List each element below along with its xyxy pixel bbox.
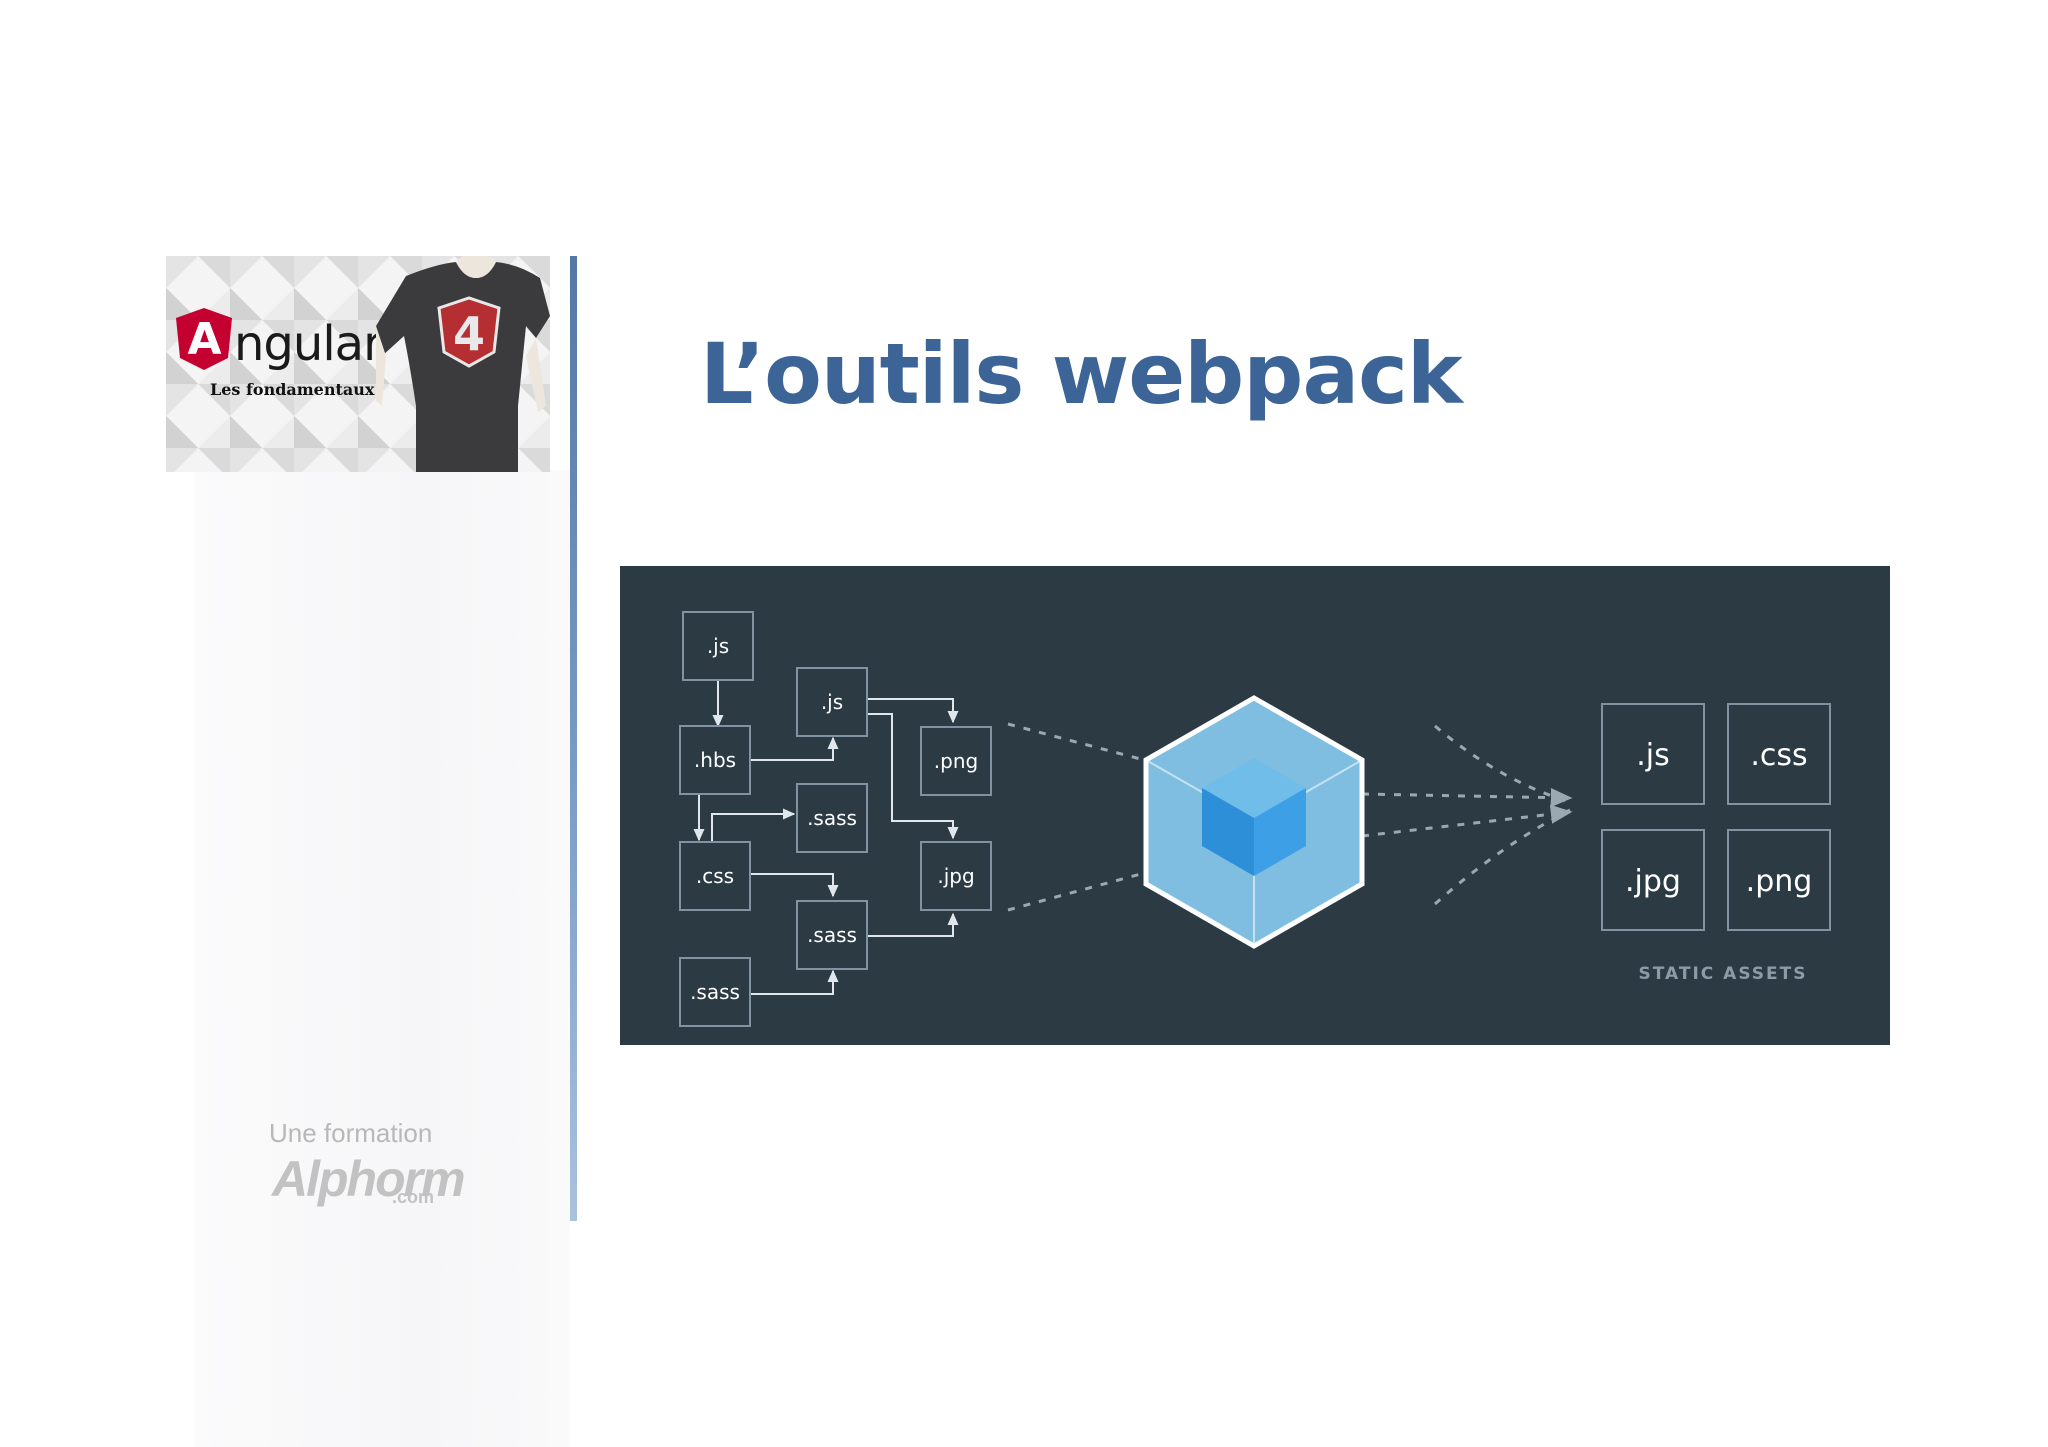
connector-sass-to-sass <box>748 969 839 995</box>
source-module-3-label: .hbs <box>694 748 736 772</box>
output-assets: .js .css .jpg .png <box>1601 703 1831 931</box>
source-module-1-frame <box>682 611 754 681</box>
source-module-9: .sass <box>679 957 751 1027</box>
flow-out-1 <box>1361 788 1573 808</box>
angular-shield-icon: A <box>176 308 232 370</box>
course-logo: A ngular Les fondamentaux 4 <box>166 256 550 472</box>
source-module-5-frame <box>796 783 868 853</box>
logo-wordmark: A ngular <box>176 308 383 372</box>
brand-logo: Alphorm <box>272 1151 466 1207</box>
source-module-6-label: .css <box>696 864 734 888</box>
static-assets-caption: STATIC ASSETS <box>1638 964 1807 984</box>
module-connectors <box>693 680 959 995</box>
logo-subtitle: Les fondamentaux <box>210 380 375 399</box>
source-module-9-label: .sass <box>690 980 740 1004</box>
source-module-7-label: .jpg <box>937 864 974 888</box>
connector-hbs-to-js <box>748 736 839 761</box>
tshirt-illustration: 4 <box>376 256 550 472</box>
connector-js-to-jpg <box>868 713 959 840</box>
source-module-1-label: .js <box>707 634 729 658</box>
output-asset-1-frame <box>1601 703 1705 805</box>
connector-css-to-sass-2 <box>748 873 839 898</box>
source-module-5-label: .sass <box>807 806 857 830</box>
diagram-canvas: .js .js .hbs .png .sass .css .jpg .sass .sass .j… <box>679 611 1831 1027</box>
connector-sass-to-jpg <box>868 912 959 937</box>
output-asset-2: .css <box>1727 703 1831 805</box>
logo-version: 4 <box>453 307 485 361</box>
output-asset-4-frame <box>1727 829 1831 931</box>
source-module-1: .js <box>682 611 754 681</box>
flow-in-top <box>1007 722 1149 763</box>
connector-css-to-sass <box>711 808 796 842</box>
webpack-diagram: .js .js .hbs .png .sass .css .jpg .sass .sass .j… <box>620 566 1890 1045</box>
source-module-4-frame <box>920 726 992 796</box>
brand-caption: Une formation <box>269 1118 433 1148</box>
source-module-3-frame <box>679 725 751 795</box>
output-asset-3-label: .jpg <box>1625 864 1681 899</box>
logo-initial: A <box>187 314 221 365</box>
source-module-4-label: .png <box>934 749 978 773</box>
output-asset-4-label: .png <box>1746 864 1813 899</box>
source-module-2-frame <box>796 667 868 737</box>
source-module-5: .sass <box>796 783 868 853</box>
source-module-8-frame <box>796 900 868 970</box>
output-asset-2-frame <box>1727 703 1831 805</box>
flow-out-3 <box>1434 724 1571 804</box>
version-shield-icon: 4 <box>437 296 501 368</box>
source-module-4: .png <box>920 726 992 796</box>
source-module-3: .hbs <box>679 725 751 795</box>
output-asset-3-frame <box>1601 829 1705 931</box>
source-modules: .js .js .hbs .png .sass .css .jpg .sass .sass <box>679 611 992 1027</box>
source-module-6: .css <box>679 841 751 911</box>
source-module-2: .js <box>796 667 868 737</box>
flow-out-2 <box>1361 804 1573 838</box>
output-asset-2-label: .css <box>1750 738 1807 773</box>
source-module-7-frame <box>920 841 992 911</box>
output-asset-4: .png <box>1727 829 1831 931</box>
connector-js-to-png <box>868 698 959 724</box>
flow-in-bottom <box>1007 870 1149 912</box>
source-module-6-frame <box>679 841 751 911</box>
brand-suffix: .com <box>392 1187 435 1207</box>
flow-out-4 <box>1434 808 1571 906</box>
sidebar-background <box>195 470 570 1447</box>
webpack-cube-icon <box>1143 695 1365 949</box>
source-module-8-label: .sass <box>807 923 857 947</box>
vertical-divider <box>570 256 577 1221</box>
source-module-9-frame <box>679 957 751 1027</box>
source-module-7: .jpg <box>920 841 992 911</box>
bundle-flow-lines <box>1007 722 1573 912</box>
output-asset-1: .js <box>1601 703 1705 805</box>
source-module-8: .sass <box>796 900 868 970</box>
output-asset-1-label: .js <box>1636 738 1670 773</box>
output-asset-3: .jpg <box>1601 829 1705 931</box>
page-title: L’outils webpack <box>700 325 1463 423</box>
source-module-2-label: .js <box>821 690 843 714</box>
logo-word: ngular <box>234 316 383 372</box>
